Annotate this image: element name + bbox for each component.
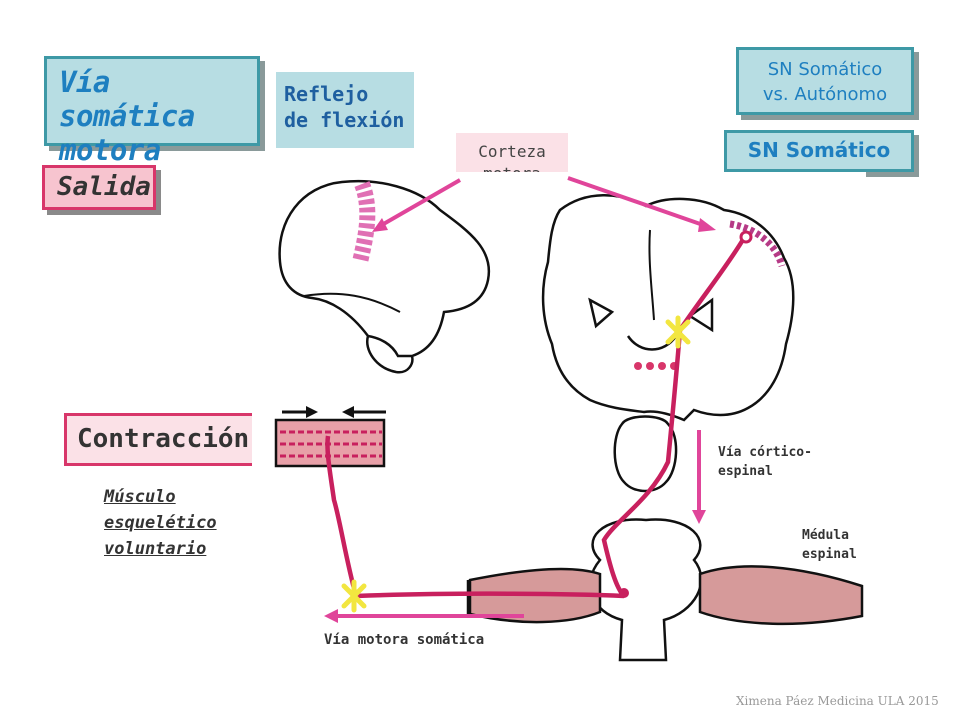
reflex-label: Reflejo de flexión	[276, 72, 414, 148]
somatic-vs-autonomic-button[interactable]: SN Somático vs. Autónomo	[736, 47, 914, 115]
title-box: Vía somática motora	[44, 56, 260, 167]
muscle-label: Músculo esquelético voluntario	[104, 487, 217, 559]
brainstem-nuclei	[634, 362, 678, 370]
side-brain-illustration	[278, 179, 491, 374]
credit-text: Ximena Páez Medicina ULA 2015	[736, 694, 939, 708]
contraction-arrows	[282, 406, 386, 418]
brainstem-section	[613, 415, 678, 493]
corticospinal-label: Vía córtico- espinal	[718, 445, 812, 479]
spinal-cord-label: Médula espinal	[802, 528, 857, 562]
output-button[interactable]: Salida	[42, 165, 156, 210]
somatic-motor-path-label: Vía motora somática	[324, 632, 485, 648]
lower-motor-neuron-soma	[619, 588, 629, 598]
cortex-gyri-highlight	[729, 220, 786, 268]
cortex-highlight	[352, 181, 376, 264]
synapse-star-icon	[665, 315, 691, 349]
upper-motor-neuron-soma	[739, 230, 753, 244]
corticospinal-tract	[601, 236, 746, 598]
somatic-system-button[interactable]: SN Somático	[724, 130, 914, 172]
pointer-arrows	[324, 176, 716, 623]
neuromuscular-star-icon	[341, 579, 367, 613]
contraction-box: Contracción	[64, 413, 264, 466]
